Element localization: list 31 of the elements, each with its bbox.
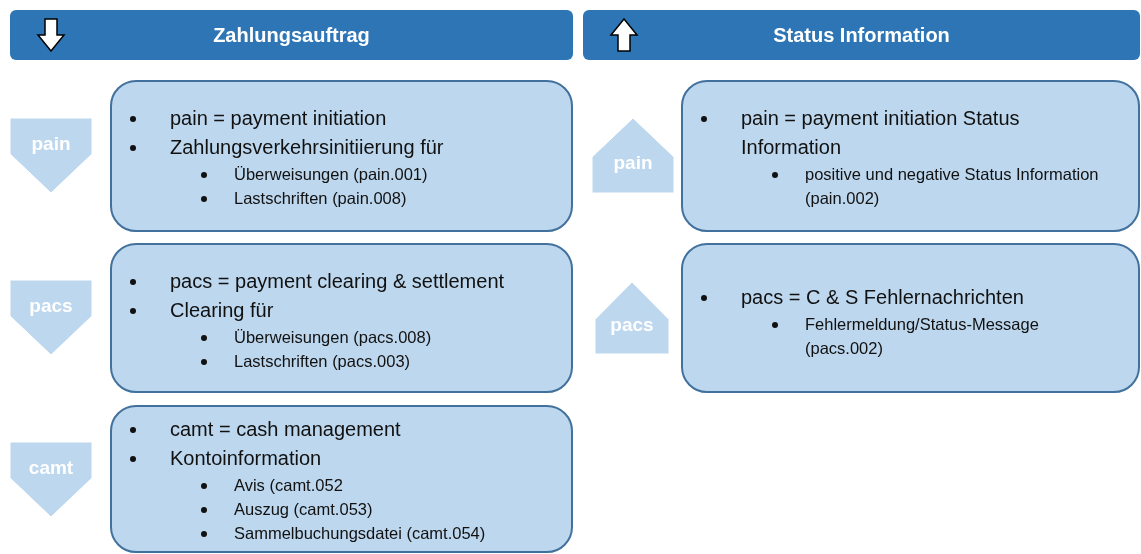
bullet-text: Zahlungsverkehrsinitiierung für — [170, 136, 444, 158]
pentagon-label: pacs — [609, 314, 655, 337]
bullet-text: Kontoinformation — [170, 447, 322, 469]
pentagon-label: pacs — [28, 295, 74, 317]
rounded-box — [681, 243, 1140, 393]
bullet-text: Clearing für — [170, 299, 274, 321]
bullet-text: pain = payment initiation — [170, 107, 387, 129]
bullet-text: Überweisungen (pacs.008) — [234, 328, 432, 346]
bullet-text: Lastschriften (pacs.003) — [234, 352, 411, 370]
bullet-text: Lastschriften (pain.008) — [234, 189, 407, 207]
header-bar — [583, 10, 1140, 60]
bullet-text: pacs = payment clearing & settlement — [170, 270, 505, 292]
header-title: Zahlungsauftrag — [213, 23, 370, 47]
pentagon-label: camt — [27, 457, 75, 479]
rounded-box — [110, 243, 573, 393]
bullet-text: camt = cash management — [170, 418, 401, 440]
rounded-box — [110, 80, 573, 232]
header-title: Status Information — [773, 23, 950, 47]
pentagon-label: pain — [30, 133, 72, 155]
rounded-box — [681, 80, 1140, 232]
rounded-box — [110, 405, 573, 553]
bullet-text: pain = payment initiation Status Information — [741, 107, 1020, 158]
bullet-text: Auszug (camt.053) — [234, 500, 373, 518]
bullet-text: Sammelbuchungsdatei (camt.054) — [234, 524, 486, 542]
header-bar — [10, 10, 573, 60]
bullet-text: Fehlermeldung/Status-Message (pacs.002) — [805, 315, 1039, 357]
pentagon-label: pain — [612, 151, 654, 174]
bullet-text: positive und negative Status Information (pain.002) — [805, 165, 1099, 207]
bullet-text: Überweisungen (pain.001) — [234, 165, 428, 183]
bullet-text: pacs = C & S Fehlernachrichten — [741, 286, 1024, 308]
bullet-text: Avis (camt.052 — [234, 476, 343, 494]
